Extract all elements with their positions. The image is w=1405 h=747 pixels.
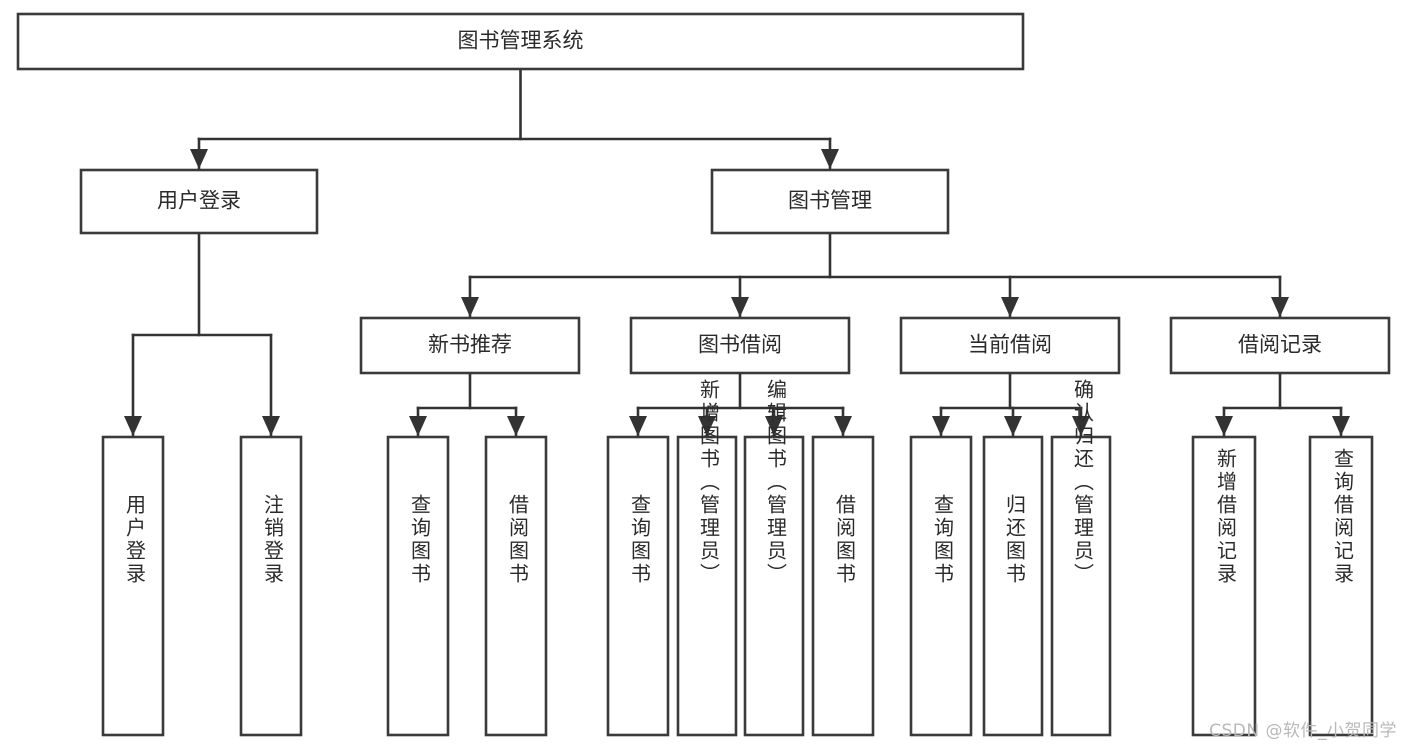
node-label: 用户登录 xyxy=(157,189,241,213)
arrow-head-icon xyxy=(731,297,749,317)
node-box xyxy=(1169,316,1391,375)
node-box xyxy=(101,435,165,737)
node-label: 查询图书 xyxy=(628,493,652,585)
node-leaf-add-book[interactable]: 新增图书（管理员） xyxy=(676,378,738,737)
node-leaf-query-book-2[interactable]: 查询图书 xyxy=(606,435,670,737)
node-label: 编辑图书（管理员） xyxy=(764,378,788,585)
arrow-head-icon xyxy=(461,297,479,317)
node-leaf-query-book-3[interactable]: 查询图书 xyxy=(909,435,973,737)
arrow-head-icon xyxy=(932,416,950,436)
node-leaf-edit-book[interactable]: 编辑图书（管理员） xyxy=(743,378,805,737)
arrow-head-icon xyxy=(1215,416,1233,436)
node-leaf-borrow-book-2[interactable]: 借阅图书 xyxy=(811,435,875,737)
node-leaf-add-record[interactable]: 新增借阅记录 xyxy=(1191,435,1257,737)
node-box xyxy=(386,435,450,737)
node-leaf-user-logout[interactable]: 注销登录 xyxy=(239,435,303,737)
node-leaf-user-login[interactable]: 用户登录 xyxy=(101,435,165,737)
node-user-login[interactable]: 用户登录 xyxy=(79,168,319,235)
arrow-head-icon xyxy=(1072,416,1090,436)
node-label: 新增图书（管理员） xyxy=(697,378,721,585)
node-box xyxy=(1308,435,1374,737)
node-book-manage[interactable]: 图书管理 xyxy=(710,168,950,235)
node-label: 注销登录 xyxy=(261,493,285,585)
watermark-label: CSDN @软件_小贺同学 xyxy=(1209,721,1397,741)
node-box xyxy=(909,435,973,737)
node-box xyxy=(676,435,738,737)
node-leaf-borrow-book-1[interactable]: 借阅图书 xyxy=(484,435,548,737)
node-box xyxy=(16,12,1025,71)
arrow-head-icon xyxy=(190,149,208,169)
node-label: 查询借阅记录 xyxy=(1331,447,1355,585)
arrow-head-icon xyxy=(1004,416,1022,436)
node-leaf-confirm-return[interactable]: 确认归还（管理员） xyxy=(1050,378,1112,737)
node-root[interactable]: 图书管理系统 xyxy=(16,12,1025,71)
node-label: 图书管理 xyxy=(788,189,872,213)
arrow-head-icon xyxy=(1001,297,1019,317)
node-box xyxy=(982,435,1044,737)
arrow-head-icon xyxy=(821,149,839,169)
node-borrow-record[interactable]: 借阅记录 xyxy=(1169,316,1391,375)
node-label: 归还图书 xyxy=(1003,493,1027,585)
node-box xyxy=(239,435,303,737)
arrow-head-icon xyxy=(507,416,525,436)
node-box xyxy=(1191,435,1257,737)
connector-layer xyxy=(124,67,1350,438)
node-leaf-query-record[interactable]: 查询借阅记录 xyxy=(1308,435,1374,737)
node-layer: 图书管理系统用户登录图书管理新书推荐图书借阅当前借阅借阅记录用户登录注销登录查询… xyxy=(16,12,1391,737)
node-leaf-query-book-1[interactable]: 查询图书 xyxy=(386,435,450,737)
node-label: 新增借阅记录 xyxy=(1214,447,1238,585)
node-box xyxy=(79,168,319,235)
node-label: 借阅图书 xyxy=(833,493,857,585)
node-box xyxy=(359,316,581,375)
node-label: 查询图书 xyxy=(931,493,955,585)
node-box xyxy=(743,435,805,737)
arrow-head-icon xyxy=(1271,297,1289,317)
arrow-head-icon xyxy=(698,416,716,436)
node-leaf-return-book[interactable]: 归还图书 xyxy=(982,435,1044,737)
node-label: 借阅记录 xyxy=(1238,333,1322,357)
arrow-head-icon xyxy=(124,416,142,436)
node-label: 当前借阅 xyxy=(968,333,1052,357)
node-label: 查询图书 xyxy=(408,493,432,585)
arrow-head-icon xyxy=(1332,416,1350,436)
node-box xyxy=(484,435,548,737)
node-box xyxy=(899,316,1121,375)
node-label: 确认归还（管理员） xyxy=(1071,378,1095,585)
arrow-head-icon xyxy=(834,416,852,436)
node-label: 借阅图书 xyxy=(506,493,530,585)
node-label: 图书管理系统 xyxy=(458,29,584,53)
node-new-book-recommend[interactable]: 新书推荐 xyxy=(359,316,581,375)
node-box xyxy=(811,435,875,737)
arrow-head-icon xyxy=(262,416,280,436)
node-label: 图书借阅 xyxy=(698,333,782,357)
node-box xyxy=(606,435,670,737)
arrow-head-icon xyxy=(629,416,647,436)
node-current-borrow[interactable]: 当前借阅 xyxy=(899,316,1121,375)
node-label: 新书推荐 xyxy=(428,333,512,357)
arrow-head-icon xyxy=(409,416,427,436)
arrow-head-icon xyxy=(765,416,783,436)
node-book-borrow[interactable]: 图书借阅 xyxy=(629,316,851,375)
node-box xyxy=(629,316,851,375)
node-box xyxy=(710,168,950,235)
node-label: 用户登录 xyxy=(123,494,147,586)
node-box xyxy=(1050,435,1112,737)
